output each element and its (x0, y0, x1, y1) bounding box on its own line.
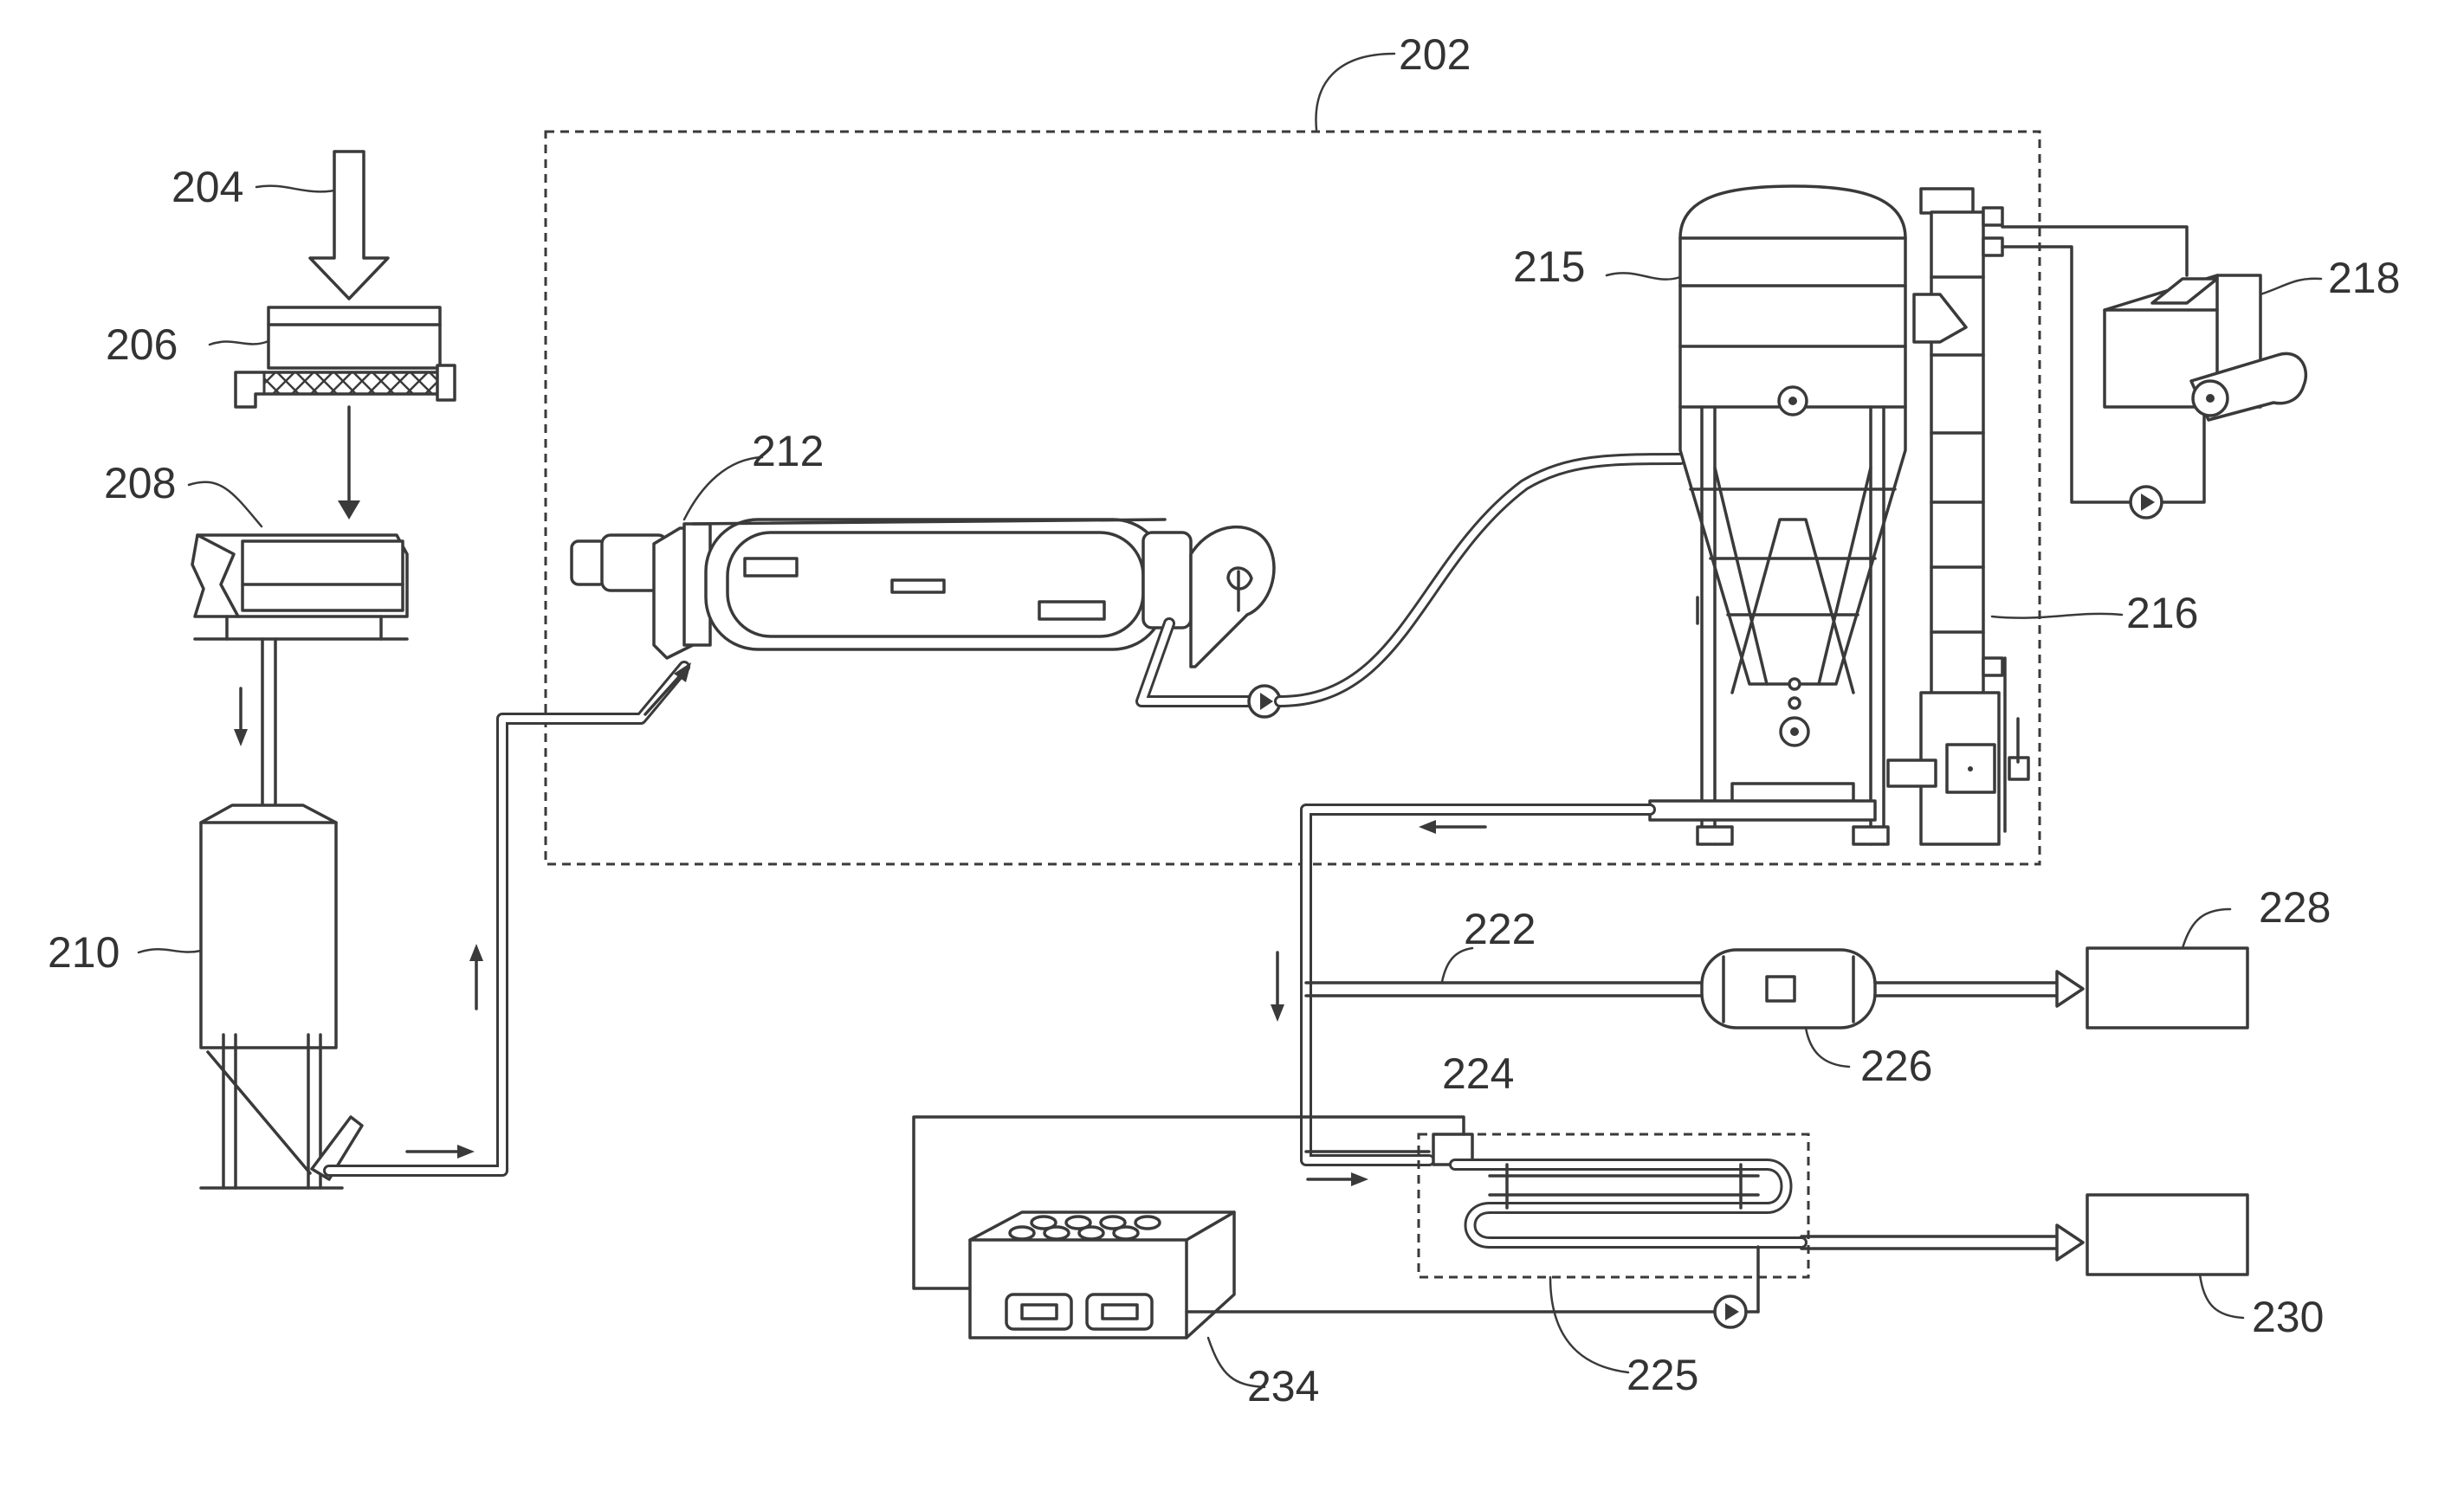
column-216 (1888, 189, 2122, 844)
heat-exchanger-225 (1419, 1134, 2083, 1372)
screw-feeder-206 (210, 307, 455, 520)
label-226: 226 (1860, 1042, 1932, 1090)
label-234: 234 (1247, 1362, 1319, 1410)
label-210: 210 (48, 928, 120, 977)
product-box-230 (2087, 1195, 2247, 1318)
label-224: 224 (1442, 1049, 1514, 1098)
pump-212-215 (1249, 459, 1680, 717)
label-202: 202 (1399, 30, 1471, 79)
label-215: 215 (1513, 242, 1585, 291)
rotary-reactor-212 (572, 457, 1274, 701)
label-216: 216 (2126, 589, 2198, 637)
feed-pipe-to-212 (329, 662, 691, 1171)
label-206: 206 (106, 320, 178, 369)
label-208: 208 (104, 459, 176, 507)
label-212: 212 (752, 427, 824, 475)
silo-210 (139, 805, 362, 1188)
label-204: 204 (171, 163, 243, 211)
unit-218 (2002, 227, 2321, 518)
label-222: 222 (1464, 905, 1536, 953)
label-218: 218 (2328, 254, 2400, 302)
label-228: 228 (2259, 883, 2331, 932)
feed-input-arrow (256, 152, 388, 299)
reference-labels: 202 204 206 208 210 212 215 216 218 222 … (48, 30, 2400, 1410)
output-pipe-network (1271, 810, 1702, 1186)
hopper-208 (189, 482, 407, 804)
vessel-215 (1607, 186, 1905, 844)
label-230: 230 (2252, 1293, 2324, 1341)
label-225: 225 (1626, 1351, 1698, 1399)
product-box-228 (2087, 909, 2247, 1028)
